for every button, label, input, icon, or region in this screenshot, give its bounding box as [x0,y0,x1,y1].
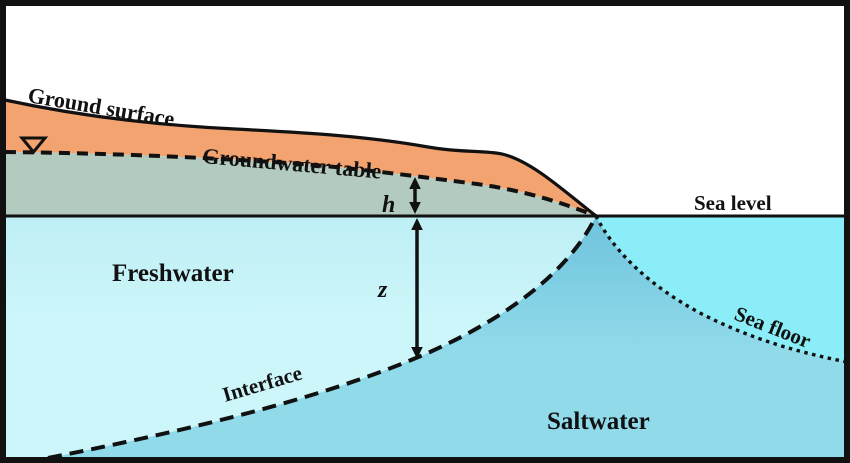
z-arrowhead-up [411,218,423,230]
saltwater-region [48,216,847,458]
freshwater-region [5,216,596,458]
sea-level-label: Sea level [694,191,772,215]
h-arrow [409,177,421,214]
aquifer-above-sea-level-region [5,152,596,216]
sea-floor-line [594,215,848,364]
groundwater-table-line [4,150,597,218]
ground-surface-line [3,98,598,218]
z-arrowhead-down [411,347,423,359]
interface-line [47,215,598,460]
water-table-marker-icon [18,136,49,155]
saltwater-label: Saltwater [547,408,650,435]
vadose-zone-region [5,100,596,216]
head-h-label: h [382,192,395,218]
h-arrowhead-up [409,177,421,189]
z-arrow [411,218,423,359]
freshwater-label: Freshwater [112,260,234,287]
h-arrowhead-down [409,202,421,214]
sea-region [596,216,847,362]
depth-z-label: z [377,277,388,303]
